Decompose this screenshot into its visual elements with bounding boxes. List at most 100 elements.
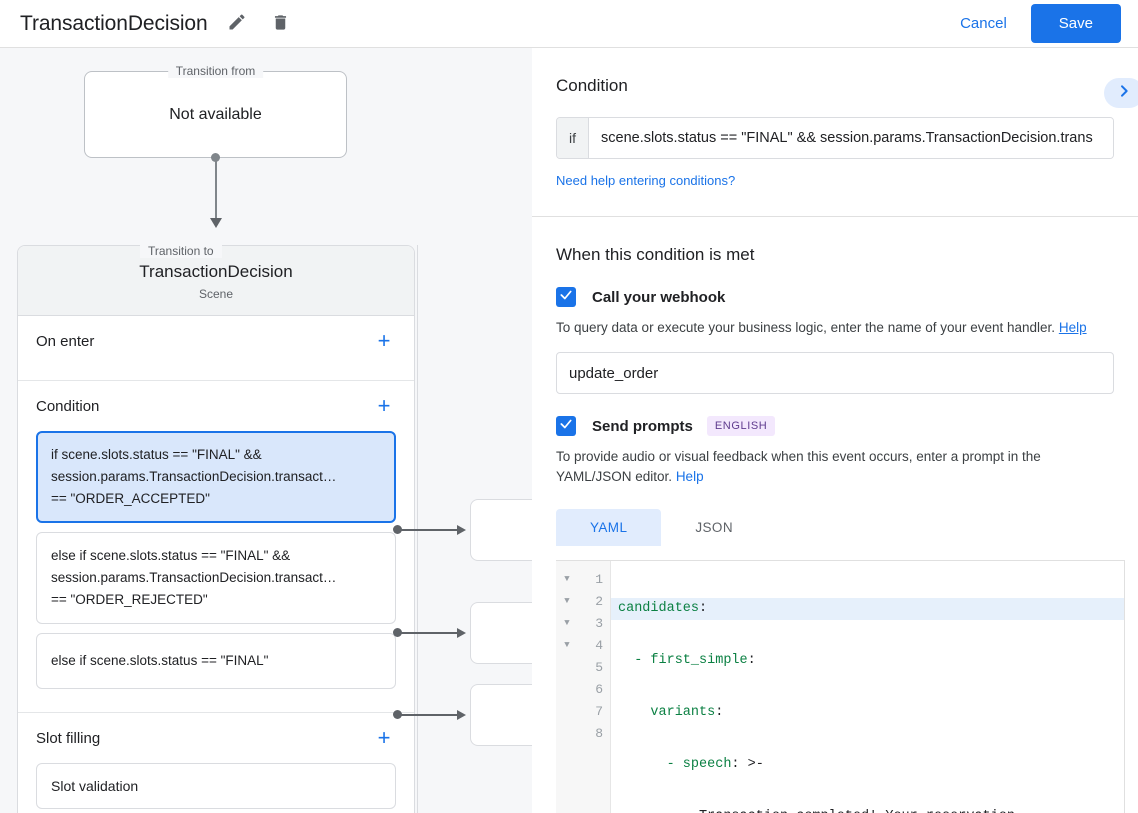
condition-card-0-line2: session.params.TransactionDecision.trans… — [51, 469, 337, 484]
line-number: 4 — [595, 637, 603, 653]
gutter-line: ▼2 — [556, 590, 610, 612]
page-title: TransactionDecision — [20, 11, 208, 35]
section-condition: Condition + if scene.slots.status == "FI… — [18, 381, 414, 713]
condition-card-2[interactable]: else if scene.slots.status == "FINAL" — [36, 633, 396, 689]
gutter-line: ▼4 — [556, 634, 610, 656]
scene-card[interactable]: TransactionDecision Scene On enter + Con… — [17, 245, 415, 813]
editor-format-tabs: YAML JSON — [556, 509, 1114, 546]
pencil-icon — [227, 12, 247, 35]
trash-icon — [271, 13, 290, 35]
condition-card-1-line3: == "ORDER_REJECTED" — [51, 592, 208, 607]
section-on-enter: On enter + — [18, 316, 414, 381]
line-number: 7 — [595, 703, 603, 719]
scene-card-header: TransactionDecision Scene — [18, 246, 414, 316]
editor-code-area[interactable]: candidates: - first_simple: variants: - … — [611, 561, 1124, 813]
gutter-line: ▼1 — [556, 568, 610, 590]
prompts-label: Send prompts — [592, 417, 693, 435]
condition-input[interactable] — [589, 118, 1113, 158]
gutter-line: 7 — [556, 700, 610, 722]
edge-line-0 — [401, 529, 457, 531]
yaml-punct: : >- — [731, 757, 764, 772]
condition-card-0-line3: == "ORDER_ACCEPTED" — [51, 491, 210, 506]
fold-toggle-3[interactable]: ▼ — [564, 618, 570, 628]
panel-condition-section: Condition if Need help entering conditio… — [532, 48, 1138, 217]
prompts-help-link[interactable]: Help — [675, 469, 704, 484]
fold-toggle-1[interactable]: ▼ — [564, 574, 570, 584]
chevron-right-icon — [1116, 83, 1132, 104]
cancel-button[interactable]: Cancel — [946, 6, 1021, 41]
edge-dot-2 — [393, 710, 402, 719]
condition-card-1[interactable]: else if scene.slots.status == "FINAL" &&… — [36, 532, 396, 624]
gutter-line: 5 — [556, 656, 610, 678]
webhook-description: To query data or execute your business l… — [556, 318, 1114, 338]
tab-json[interactable]: JSON — [695, 520, 733, 535]
webhook-checkbox[interactable] — [556, 287, 576, 307]
target-box-1[interactable] — [470, 602, 532, 664]
condition-card-1-line2: session.params.TransactionDecision.trans… — [51, 570, 337, 585]
transition-connector-line — [215, 158, 217, 220]
slot-validation-card[interactable]: Slot validation — [36, 763, 396, 809]
yaml-punct: : — [747, 653, 756, 668]
gutter-line: ▼3 — [556, 612, 610, 634]
edge-arrow-1 — [457, 627, 466, 638]
code-line-4: - speech: >- — [611, 754, 1124, 776]
add-slot-filling-button[interactable]: + — [372, 726, 396, 750]
yaml-key: variants — [650, 705, 716, 720]
code-line-1: candidates: — [611, 598, 1124, 620]
yaml-key: candidates — [618, 601, 700, 616]
collapse-panel-button[interactable] — [1104, 78, 1138, 108]
panel-condition-heading: Condition — [556, 76, 628, 95]
condition-input-row[interactable]: if — [556, 117, 1114, 159]
yaml-punct: : — [715, 705, 724, 720]
delete-button[interactable] — [266, 9, 296, 39]
tab-yaml[interactable]: YAML — [556, 509, 662, 546]
line-number: 6 — [595, 681, 603, 697]
section-title-condition: Condition — [36, 397, 100, 415]
prompts-checkbox[interactable] — [556, 416, 576, 436]
line-number: 1 — [595, 571, 603, 587]
line-number: 8 — [595, 725, 603, 741]
line-number: 5 — [595, 659, 603, 675]
yaml-key: - first_simple — [634, 653, 748, 668]
transition-from-box[interactable]: Transition from Not available — [84, 64, 347, 158]
prompts-description: To provide audio or visual feedback when… — [556, 447, 1114, 487]
checkmark-icon — [559, 288, 573, 307]
panel-met-heading: When this condition is met — [556, 245, 755, 264]
add-on-enter-button[interactable]: + — [372, 329, 396, 353]
edge-arrow-0 — [457, 524, 466, 535]
target-box-0[interactable] — [470, 499, 532, 561]
edge-line-1 — [401, 632, 457, 634]
add-condition-button[interactable]: + — [372, 394, 396, 418]
edge-dot-1 — [393, 628, 402, 637]
save-button[interactable]: Save — [1030, 4, 1121, 43]
fold-toggle-4[interactable]: ▼ — [564, 640, 570, 650]
fold-toggle-2[interactable]: ▼ — [564, 596, 570, 606]
event-handler-input[interactable] — [556, 352, 1114, 394]
transition-from-value: Not available — [169, 105, 262, 123]
scene-canvas[interactable]: Transition from Not available Transactio… — [0, 48, 532, 813]
edge-dot-0 — [393, 525, 402, 534]
yaml-text: Transaction completed! Your reservation — [699, 809, 1015, 813]
section-title-on-enter: On enter — [36, 332, 95, 350]
prompts-description-text: To provide audio or visual feedback when… — [556, 449, 1041, 484]
condition-card-0-line1: if scene.slots.status == "FINAL" && — [51, 447, 262, 462]
language-badge: ENGLISH — [706, 416, 776, 436]
code-line-2: - first_simple: — [611, 650, 1124, 672]
code-line-5: Transaction completed! Your reservation — [611, 806, 1124, 813]
edit-name-button[interactable] — [222, 9, 252, 39]
section-title-slot-filling: Slot filling — [36, 729, 101, 747]
target-box-2[interactable] — [470, 684, 532, 746]
scene-name: TransactionDecision — [139, 262, 293, 281]
gutter-line: 6 — [556, 678, 610, 700]
transition-connector-arrow — [210, 218, 222, 233]
transition-connector-dot — [211, 153, 220, 162]
details-panel: Condition if Need help entering conditio… — [532, 48, 1138, 813]
yaml-editor[interactable]: ▼1 ▼2 ▼3 ▼4 5 6 7 8 candidates: - first_… — [556, 560, 1125, 813]
condition-card-0[interactable]: if scene.slots.status == "FINAL" && sess… — [36, 431, 396, 523]
prompts-row: Send prompts ENGLISH — [556, 416, 1114, 436]
need-help-conditions-link[interactable]: Need help entering conditions? — [556, 173, 736, 188]
webhook-help-link[interactable]: Help — [1058, 320, 1087, 335]
gutter-line: 8 — [556, 722, 610, 744]
section-slot-filling: Slot filling + Slot validation — [18, 713, 414, 813]
editor-gutter: ▼1 ▼2 ▼3 ▼4 5 6 7 8 — [556, 561, 611, 813]
